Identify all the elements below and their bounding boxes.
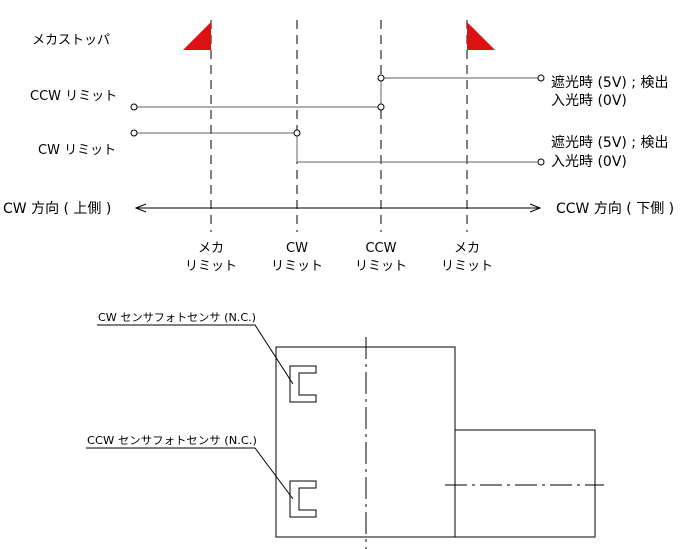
position-cw-line2: リミット [271, 259, 323, 274]
mech-stopper-label: メカストッパ [32, 33, 110, 48]
cw-sensor-leader [97, 324, 294, 385]
position-ccw-line2: リミット [355, 259, 407, 274]
ccw-edge-top-dot [377, 74, 385, 82]
direction-arrow-right-icon [529, 203, 542, 213]
mech-stopper-left-icon [183, 22, 211, 50]
cw-state-light: 入光時 (0V) [551, 154, 627, 170]
ccw-sensor-label: CCW センサフォトセンサ (N.C.) [87, 434, 257, 447]
cw-start-dot [130, 129, 138, 137]
ccw-state-blocked: 遮光時 (5V) ; 検出 [551, 75, 668, 91]
position-ccw-line1: CCW [365, 241, 396, 256]
ccw-end-dot [537, 74, 545, 82]
ccw-start-dot [130, 103, 138, 111]
position-mech-left-line2: リミット [185, 259, 237, 274]
direction-ccw-label: CCW 方向 ( 下側 ) [556, 201, 674, 217]
position-mech-right-line2: リミット [441, 259, 493, 274]
cw-state-blocked: 遮光時 (5V) ; 検出 [551, 135, 668, 151]
cw-sensor-label: CW センサフォトセンサ (N.C.) [98, 311, 256, 324]
position-mech-right-line1: メカ [454, 241, 480, 256]
cw-edge-top-dot [293, 129, 301, 137]
mech-stopper-right-icon [467, 22, 495, 50]
ccw-sensor-leader [86, 447, 294, 500]
cw-end-dot [537, 158, 545, 166]
ccw-photo-sensor-icon [289, 480, 317, 518]
position-cw-line1: CW [286, 241, 308, 256]
direction-cw-label: CW 方向 ( 上側 ) [3, 201, 111, 217]
position-mech-left-line1: メカ [198, 241, 224, 256]
cw-photo-sensor-icon [289, 365, 317, 403]
cw-limit-label: CW リミット [38, 143, 116, 158]
ccw-state-light: 入光時 (0V) [551, 93, 627, 109]
ccw-limit-label: CCW リミット [30, 89, 117, 104]
shaft-block [454, 429, 596, 538]
ccw-edge-bottom-dot [377, 103, 385, 111]
direction-arrow-left-icon [134, 203, 147, 213]
